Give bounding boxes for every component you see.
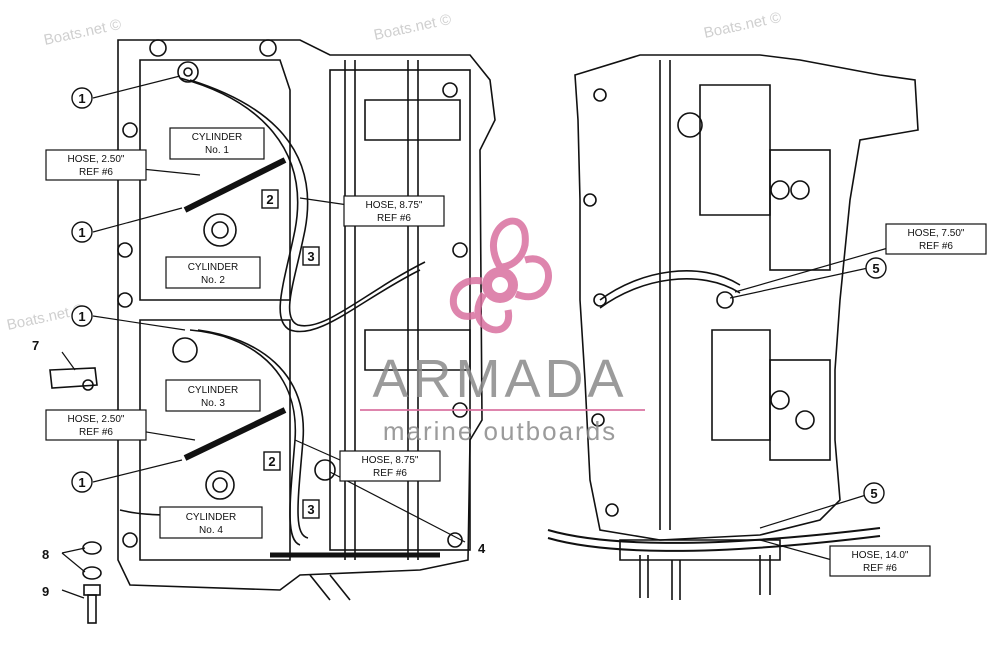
hose-label-box: HOSE, 8.75" REF #6 xyxy=(343,195,445,227)
cylinder-box-number: No. 3 xyxy=(201,398,225,409)
armada-logo: ARMADA marine outboards xyxy=(360,217,645,446)
hose-length-text: HOSE, 2.50" xyxy=(68,414,125,425)
cylinder-box-1: CYLINDER No. 1 xyxy=(169,127,265,160)
hose-label-box: HOSE, 14.0" REF #6 xyxy=(829,545,931,577)
hose-length-text: HOSE, 8.75" xyxy=(362,455,419,466)
hose-label-box: HOSE, 7.50" REF #6 xyxy=(885,223,987,255)
watermark: Boats.net © xyxy=(702,9,782,42)
cylinder-box-3: CYLINDER No. 3 xyxy=(165,379,261,412)
cylinder-box-title: CYLINDER xyxy=(192,132,243,143)
watermark: Boats.net © xyxy=(372,11,452,44)
callout-number: 1 xyxy=(78,309,85,324)
propeller-icon xyxy=(449,217,552,334)
callout-1: 1 xyxy=(71,221,93,243)
hose-length-text: HOSE, 7.50" xyxy=(908,228,965,239)
logo-brand-text: ARMADA xyxy=(372,349,627,409)
callout-7: 7 xyxy=(32,338,39,353)
hose-ref-text: REF #6 xyxy=(373,468,407,479)
callout-number: 5 xyxy=(870,486,877,501)
cylinder-box-4: CYLINDER No. 4 xyxy=(159,506,263,539)
hose-label-box: HOSE, 2.50" REF #6 xyxy=(45,409,147,441)
loose-parts xyxy=(49,367,102,624)
hose-length-text: HOSE, 2.50" xyxy=(68,154,125,165)
callout-5: 5 xyxy=(863,482,885,504)
callout-1: 1 xyxy=(71,305,93,327)
washer-part-8 xyxy=(82,541,102,555)
logo-tagline-text: marine outboards xyxy=(383,416,617,446)
hose-ref-text: REF #6 xyxy=(79,167,113,178)
callout-number: 3 xyxy=(307,502,314,517)
cylinder-box-title: CYLINDER xyxy=(188,385,239,396)
hose-label-box: HOSE, 2.50" REF #6 xyxy=(45,149,147,181)
hose-ref-text: REF #6 xyxy=(863,563,897,574)
washer-part-8 xyxy=(82,566,102,580)
callout-5: 5 xyxy=(865,257,887,279)
right-leader-lines xyxy=(729,247,889,561)
hose-ref-text: REF #6 xyxy=(79,427,113,438)
callout-number: 2 xyxy=(268,454,275,469)
cylinder-box-title: CYLINDER xyxy=(186,512,237,523)
callout-number: 3 xyxy=(307,249,314,264)
callout-number: 5 xyxy=(872,261,879,276)
callout-number: 1 xyxy=(78,475,85,490)
cylinder-box-number: No. 4 xyxy=(199,525,223,536)
callout-3: 3 xyxy=(302,499,320,519)
callout-1: 1 xyxy=(71,471,93,493)
hose-label-box: HOSE, 8.75" REF #6 xyxy=(339,450,441,482)
callout-number: 1 xyxy=(78,225,85,240)
callout-2: 2 xyxy=(263,451,281,471)
cylinder-box-2: CYLINDER No. 2 xyxy=(165,256,261,289)
right-engine-block xyxy=(547,54,919,600)
cylinder-box-title: CYLINDER xyxy=(188,262,239,273)
hose-length-text: HOSE, 8.75" xyxy=(366,200,423,211)
callout-8: 8 xyxy=(42,547,49,562)
cylinder-box-number: No. 1 xyxy=(205,145,229,156)
callout-9: 9 xyxy=(42,584,49,599)
callout-number: 2 xyxy=(266,192,273,207)
callout-1: 1 xyxy=(71,87,93,109)
watermark: Boats.net © xyxy=(42,16,122,49)
cylinder-box-number: No. 2 xyxy=(201,275,225,286)
callout-2: 2 xyxy=(261,189,279,209)
hose-ref-text: REF #6 xyxy=(919,241,953,252)
callout-3: 3 xyxy=(302,246,320,266)
clip-hole xyxy=(82,379,94,391)
hose-length-text: HOSE, 14.0" xyxy=(852,550,909,561)
callout-number: 1 xyxy=(78,91,85,106)
bolt-part-9 xyxy=(83,584,101,624)
clip-part-7 xyxy=(49,367,98,389)
callout-4: 4 xyxy=(478,541,486,556)
hose-ref-text: REF #6 xyxy=(377,213,411,224)
